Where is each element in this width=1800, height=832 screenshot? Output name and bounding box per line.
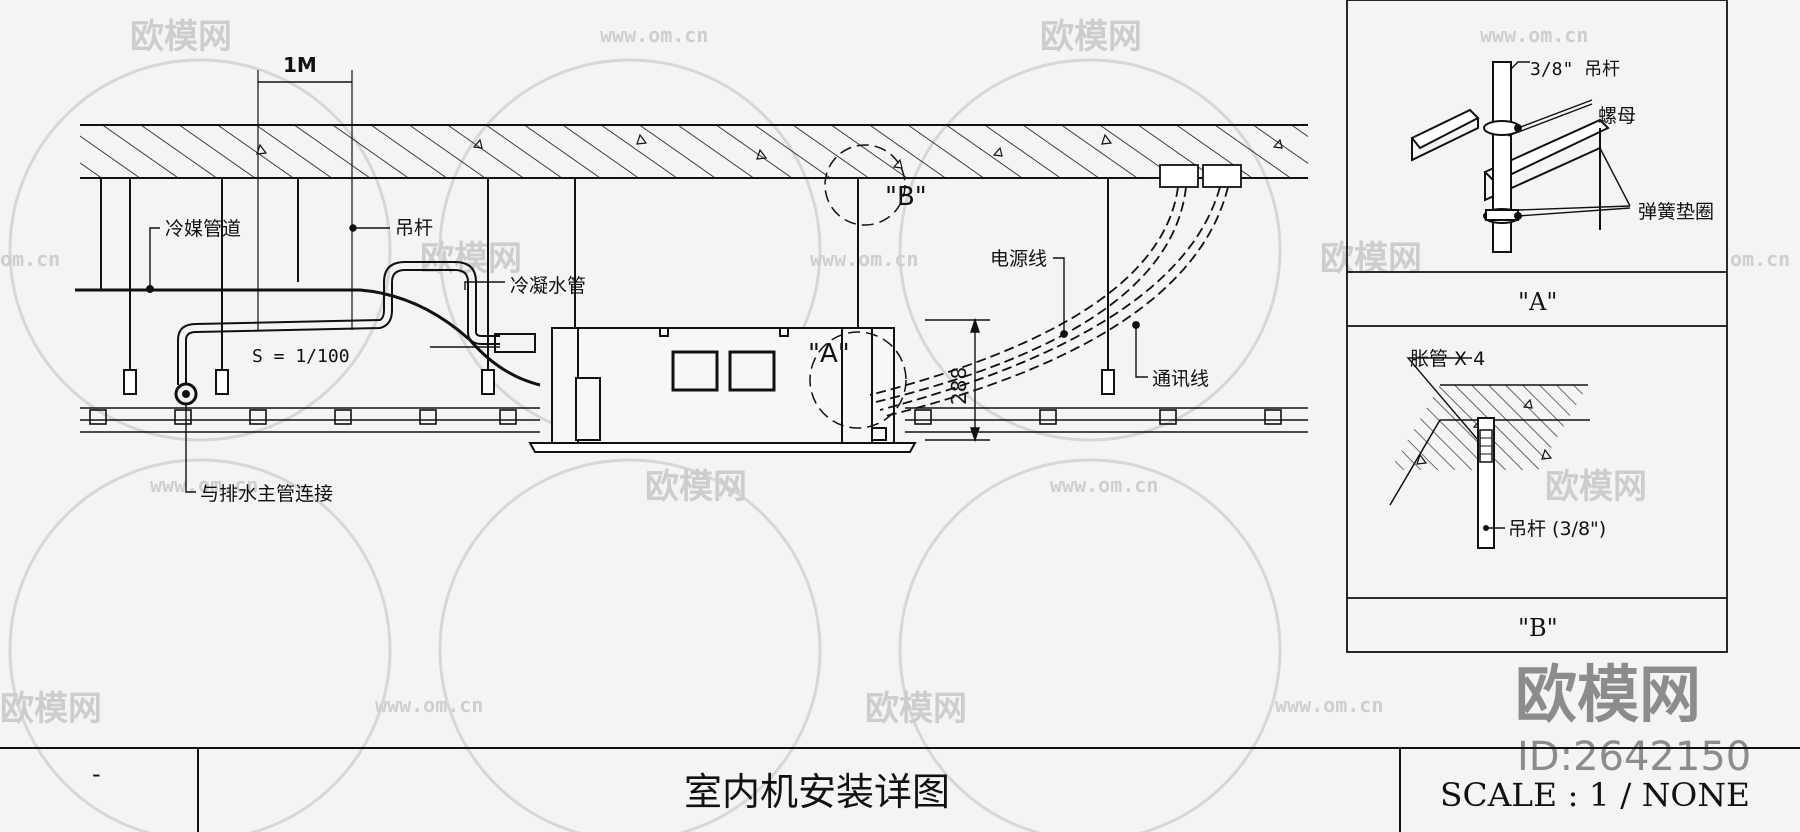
watermark-url: www.om.cn	[1275, 693, 1383, 717]
refrigerant-pipe	[75, 285, 541, 387]
title-block	[0, 747, 1800, 832]
watermark-brand: 欧模网	[645, 467, 747, 507]
indoor-unit	[528, 327, 917, 453]
watermark-brand: 欧模网	[0, 689, 102, 729]
watermark-circle-shapes	[8, 58, 1282, 832]
detail-a-drawing	[1410, 61, 1631, 253]
detail-a-callout: "A"	[808, 331, 907, 429]
watermark-brand: 欧模网	[1320, 239, 1422, 279]
watermark-url: www.om.cn	[1050, 473, 1158, 497]
watermark-brand: 欧模网	[420, 239, 522, 279]
watermark-url: www.om.cn	[375, 693, 483, 717]
watermark-brand: 欧模网	[1040, 17, 1142, 57]
watermark-url: www.om.cn	[810, 247, 918, 271]
detail-a-washer-label: 弹簧垫圈	[1638, 201, 1714, 223]
watermark-brand: 欧模网	[865, 689, 967, 729]
wiring	[869, 164, 1242, 417]
detail-b-marker: "B"	[885, 182, 927, 212]
refrigerant-pipe-label: 冷媒管道	[165, 218, 241, 240]
detail-b-anchor-label: 胀管 X 4	[1410, 348, 1485, 370]
detail-a-caption: "A"	[1518, 288, 1557, 316]
dimension-288: 288	[925, 317, 990, 443]
detail-b-callout: "B"	[824, 144, 927, 226]
slope-label: S = 1/100	[252, 346, 350, 367]
detail-b-drawing	[1389, 357, 1590, 549]
comm-line-label: 通讯线	[1152, 368, 1209, 390]
watermark-brand: 欧模网	[1545, 467, 1647, 507]
annotation-leaders	[149, 224, 1148, 493]
watermark-layer: 欧模网 欧模网 欧模网 欧模网 欧模网 欧模网 欧模网 欧模网 www.om.c…	[0, 17, 1790, 832]
condensate-pipe-label: 冷凝水管	[510, 275, 586, 297]
watermark-brand: 欧模网	[130, 17, 232, 57]
detail-b-texts: 胀管 X 4 吊杆 (3/8") "B"	[1410, 348, 1606, 642]
detail-a-marker: "A"	[808, 339, 850, 369]
watermark-brand-large: 欧模网	[1515, 658, 1701, 731]
drain-connection-label: 与排水主管连接	[200, 483, 333, 505]
detail-a-rod-label: 3/8" 吊杆	[1530, 59, 1620, 80]
detail-b-caption: "B"	[1518, 614, 1558, 642]
watermark-url: om.cn	[0, 247, 60, 271]
detail-a-texts: 3/8" 吊杆 螺母 弹簧垫圈 "A"	[1518, 59, 1714, 316]
detail-b-rod-label: 吊杆 (3/8")	[1508, 518, 1606, 540]
watermark-url: www.om.cn	[1480, 23, 1588, 47]
dimension-288-label: 288	[947, 367, 971, 405]
detail-a-nut-label: 螺母	[1598, 105, 1636, 127]
power-line-label: 电源线	[990, 248, 1047, 270]
watermark-url: www.om.cn	[150, 473, 258, 497]
dimension-1m: 1M	[257, 53, 353, 330]
watermark-url: om.cn	[1730, 247, 1790, 271]
annotation-texts: 冷媒管道 吊杆 冷凝水管 S = 1/100 与排水主管连接 电源线 通讯线	[165, 217, 1209, 505]
condensate-pipe	[174, 261, 536, 406]
watermark-id-block: 欧模网 ID:2642150	[1515, 658, 1751, 780]
drawing-scale: SCALE : 1 / NONE	[1440, 776, 1750, 814]
watermark-id: ID:2642150	[1517, 734, 1751, 780]
ceiling-slab	[80, 124, 1308, 179]
dimension-1m-label: 1M	[283, 53, 317, 77]
watermark-url: www.om.cn	[600, 23, 708, 47]
detail-panel	[1346, 0, 1728, 653]
title-block-left-cell: -	[92, 760, 101, 788]
hanger-rod-label: 吊杆	[395, 217, 433, 239]
drawing-title: 室内机安装详图	[684, 770, 950, 814]
